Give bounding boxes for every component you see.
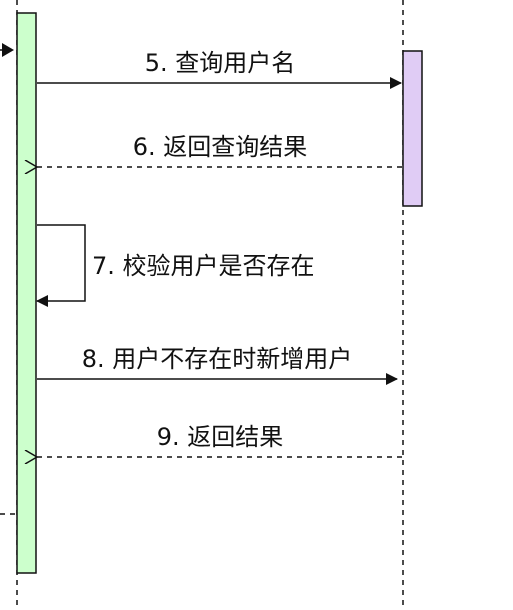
activation-bar-left	[16, 12, 37, 574]
message-7-arrow	[36, 224, 86, 307]
message-7-label: 7. 校验用户是否存在	[92, 252, 315, 280]
activation-bar-right	[402, 50, 423, 207]
message-9-label: 9. 返回结果	[157, 423, 284, 451]
message-6-label: 6. 返回查询结果	[133, 133, 308, 161]
message-5-label: 5. 查询用户名	[145, 49, 296, 77]
incoming-message-arrowhead	[2, 43, 14, 57]
message-8-label: 8. 用户不存在时新增用户	[82, 345, 353, 373]
